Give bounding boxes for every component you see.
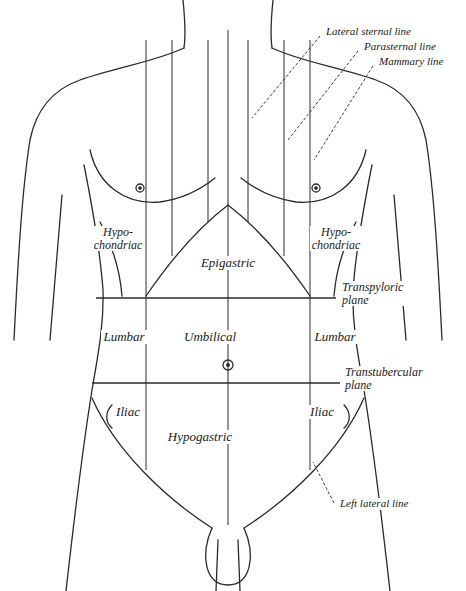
penis-outline <box>216 540 240 591</box>
plane-label: Transpyloric plane <box>340 281 405 306</box>
region-label: Umbilical <box>182 330 238 344</box>
region-label: Iliac <box>308 405 336 419</box>
nipple-dot <box>139 187 141 189</box>
reference-lines <box>92 30 340 525</box>
region-label: Hypo- chondriac <box>310 226 363 251</box>
median-line <box>228 30 229 525</box>
line-label: Left lateral line <box>338 498 410 510</box>
transtubercular-plane-line <box>92 382 340 383</box>
neck-line <box>183 0 185 48</box>
region-label: Lumbar <box>312 330 357 344</box>
pectoral-line <box>90 150 215 202</box>
line-label: Lateral sternal line <box>324 26 413 38</box>
costal-margin <box>146 205 228 296</box>
iliac-crest-mark <box>344 405 349 428</box>
neck-line <box>271 0 273 48</box>
transpyloric-plane-line <box>96 297 336 298</box>
inguinal-line <box>92 398 212 528</box>
pectoral-line <box>241 150 366 202</box>
line-label: Mammary line <box>377 56 445 68</box>
right-half <box>228 0 442 591</box>
left-half <box>14 0 228 591</box>
line-label: Parasternal line <box>362 41 438 53</box>
lateral-sternal-line <box>208 40 248 222</box>
nipple <box>312 184 320 192</box>
region-label: Epigastric <box>199 256 257 270</box>
nipple <box>136 184 144 192</box>
shoulder-arm-line <box>272 48 442 340</box>
body-outline <box>14 0 442 591</box>
leader-line <box>288 51 358 140</box>
inner-arm-line <box>394 195 406 340</box>
region-label: Lumbar <box>101 330 146 344</box>
iliac-crest-mark <box>107 405 112 428</box>
nipple-dot <box>315 187 317 189</box>
leader-line <box>313 462 334 503</box>
parasternal-line <box>172 40 284 256</box>
region-label: Iliac <box>114 405 142 419</box>
mammary-lateral-line <box>146 40 310 470</box>
leader-line <box>252 36 320 118</box>
plane-label: Transtubercular plane <box>343 366 425 391</box>
scrotum-outline <box>206 528 251 585</box>
leader-lines <box>252 36 373 503</box>
costal-margin <box>228 205 310 296</box>
leader-line <box>314 66 373 160</box>
shoulder-arm-line <box>14 48 184 340</box>
region-label: Hypogastric <box>166 430 234 444</box>
region-label: Hypo- chondriac <box>92 226 145 251</box>
inner-arm-line <box>50 195 62 340</box>
